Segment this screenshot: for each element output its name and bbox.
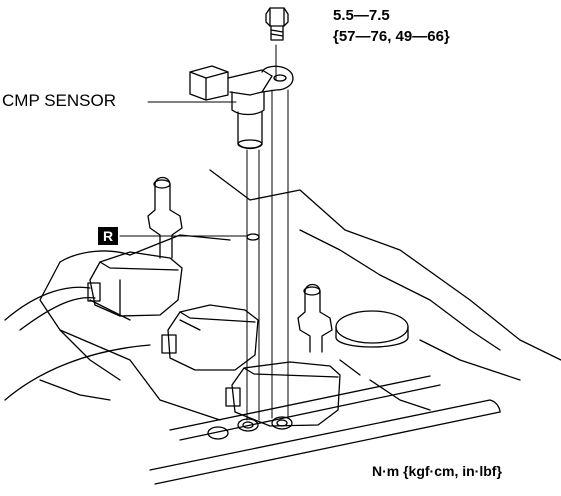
mounting-holes: [207, 416, 293, 440]
cmp-sensor-label: CMP SENSOR: [2, 91, 116, 110]
round-cap: [335, 310, 409, 348]
torque-spec-alt: {57—76, 49—66}: [333, 28, 450, 45]
o-ring: [246, 233, 260, 241]
plug-post-right: [297, 283, 333, 353]
engine-block: [39, 169, 561, 421]
bottom-tube: [149, 375, 501, 485]
replace-marker: R: [98, 227, 118, 245]
cmp-sensor: [189, 65, 294, 150]
bolt: [265, 7, 289, 41]
units-label: N·m {kgf·cm, in·lbf}: [372, 463, 502, 479]
wire-harness: [4, 286, 151, 401]
torque-spec: 5.5—7.5: [333, 7, 390, 24]
plug-post-left: [147, 176, 183, 259]
alignment-lines: [119, 44, 289, 421]
connector-upper: [87, 251, 183, 317]
connector-middle: [161, 304, 259, 371]
